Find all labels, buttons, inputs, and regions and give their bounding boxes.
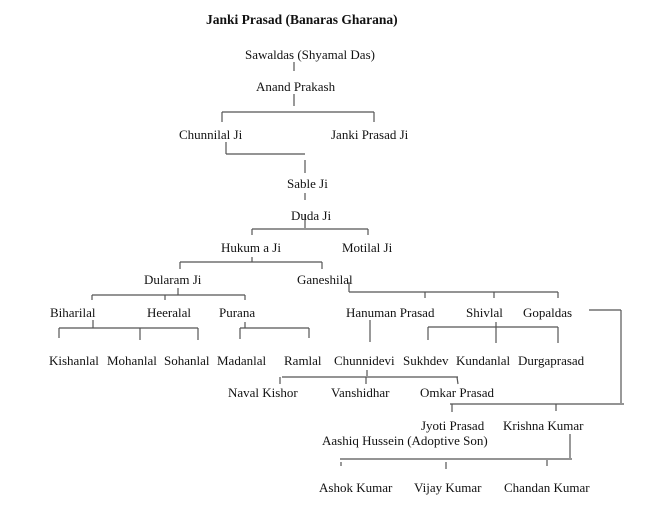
node-chunnilal: Chunnilal Ji <box>179 127 243 142</box>
node-sohanlal: Sohanlal <box>164 353 210 368</box>
node-ramlal: Ramlal <box>284 353 322 368</box>
node-dularam: Dularam Ji <box>144 272 202 287</box>
node-sable: Sable Ji <box>287 176 328 191</box>
node-anand-prakash: Anand Prakash <box>256 79 336 94</box>
node-kundanlal: Kundanlal <box>456 353 511 368</box>
node-chunnidevi: Chunnidevi <box>334 353 395 368</box>
node-omkar-prasad: Omkar Prasad <box>420 385 495 400</box>
node-mohanlal: Mohanlal <box>107 353 157 368</box>
node-vijay-kumar: Vijay Kumar <box>414 480 482 495</box>
node-ganeshilal: Ganeshilal <box>297 272 353 287</box>
node-chandan-kumar: Chandan Kumar <box>504 480 590 495</box>
node-shivlal: Shivlal <box>466 305 503 320</box>
node-naval-kishor: Naval Kishor <box>228 385 298 400</box>
node-madanlal: Madanlal <box>217 353 267 368</box>
connector <box>456 376 459 385</box>
node-sawaldas: Sawaldas (Shyamal Das) <box>245 47 375 62</box>
node-biharilal: Biharilal <box>50 305 96 320</box>
diagram-title: Janki Prasad (Banaras Gharana) <box>206 12 398 27</box>
node-heeralal: Heeralal <box>147 305 192 320</box>
node-hanuman-prasad: Hanuman Prasad <box>346 305 435 320</box>
node-ashok-kumar: Ashok Kumar <box>319 480 393 495</box>
node-purana: Purana <box>219 305 256 320</box>
node-hukuma: Hukum a Ji <box>221 240 281 255</box>
node-jyoti-prasad: Jyoti Prasad <box>421 418 485 433</box>
node-motilal: Motilal Ji <box>342 240 393 255</box>
node-krishna-kumar: Krishna Kumar <box>503 418 584 433</box>
node-vanshidhar: Vanshidhar <box>331 385 390 400</box>
node-janki-prasad: Janki Prasad Ji <box>331 127 409 142</box>
node-sukhdev: Sukhdev <box>403 353 449 368</box>
node-gopaldas: Gopaldas <box>523 305 573 320</box>
node-aashiq-hussein: Aashiq Hussein (Adoptive Son) <box>322 433 488 448</box>
node-kishanlal: Kishanlal <box>49 353 99 368</box>
node-durgaprasad: Durgaprasad <box>518 353 585 368</box>
node-duda: Duda Ji <box>291 208 332 223</box>
